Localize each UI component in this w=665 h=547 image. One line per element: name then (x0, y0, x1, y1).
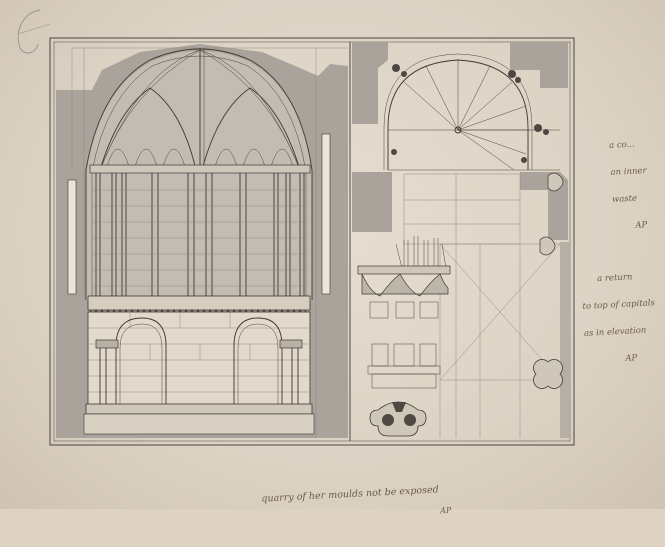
drawing-sheet: a co... an inner waste AP a return to to… (0, 0, 665, 515)
bottom-caption: quarry of her moulds not be exposed AP (248, 473, 452, 547)
margin-note-a: a co... an inner waste AP (608, 122, 651, 250)
elevation-view (56, 44, 348, 438)
outer-frame (49, 37, 575, 446)
note-a-line-2: an inner (610, 166, 647, 178)
note-a-line-3: waste (611, 193, 638, 205)
note-a-initials: AP (635, 220, 648, 231)
architectural-drawing (49, 37, 575, 446)
note-a-line-1: a co... (608, 139, 635, 151)
caption-text: quarry of her moulds not be exposed (261, 484, 439, 505)
pencil-corner-mark-icon (17, 9, 51, 54)
note-b-initials: AP (625, 353, 638, 364)
margin-note-b: a return to top of capitals as in elevat… (580, 254, 659, 384)
capital-detail (357, 236, 451, 437)
note-b-line-3: as in elevation (583, 325, 647, 339)
inner-frame (53, 41, 571, 442)
note-b-line-1: a return (596, 272, 633, 285)
note-b-line-2: to top of capitals (582, 298, 656, 312)
plan-view (352, 42, 570, 438)
